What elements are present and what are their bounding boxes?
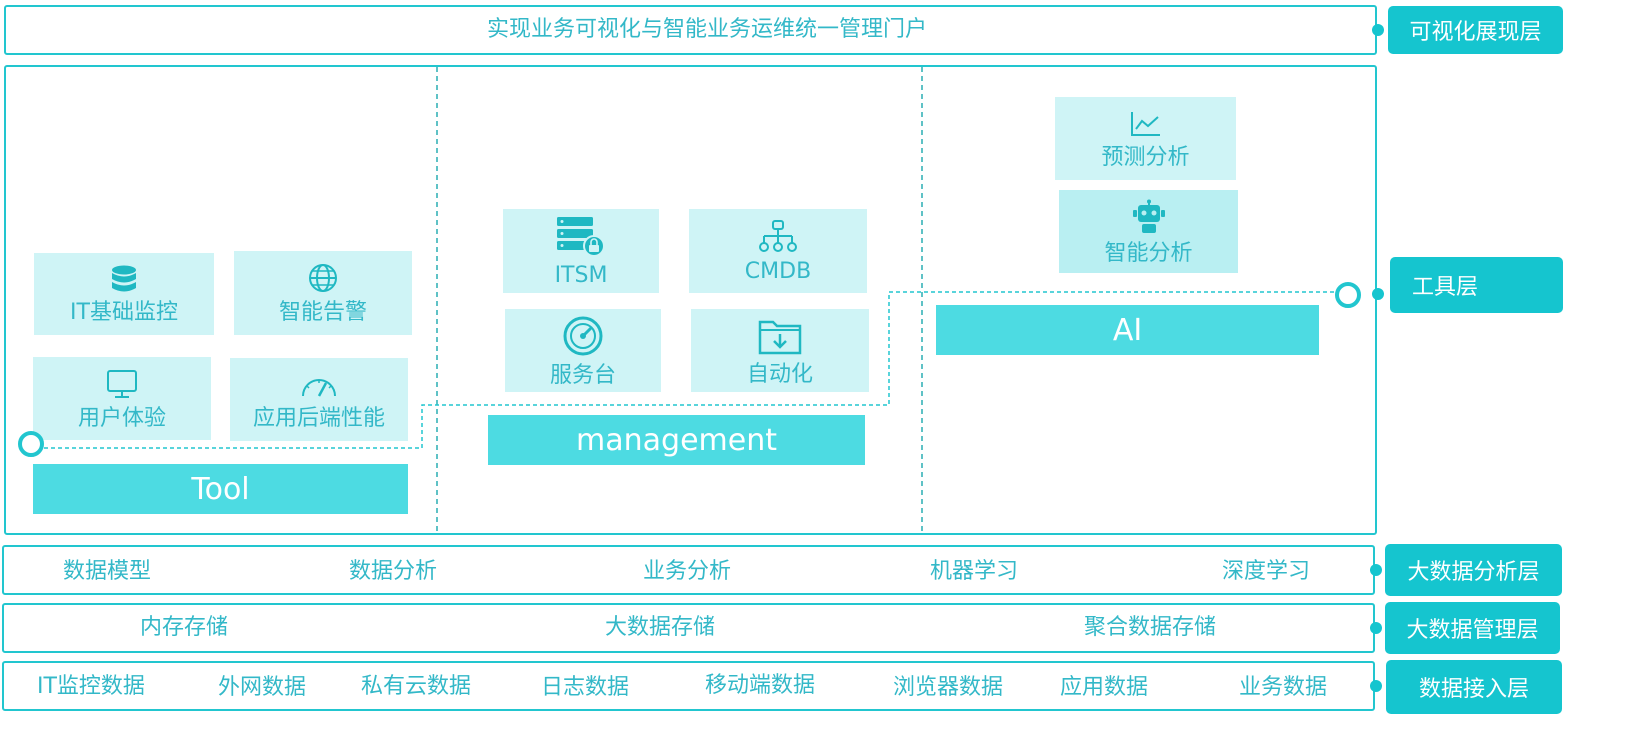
monitor-icon	[107, 369, 137, 398]
access-item: 业务数据	[1239, 675, 1328, 700]
analysis-item: 数据模型	[63, 559, 152, 584]
tile-smart-analysis[interactable]: 智能分析	[1059, 190, 1238, 273]
globe-icon	[309, 264, 337, 292]
folder-download-icon	[758, 320, 802, 354]
access-connector	[1370, 680, 1382, 692]
mgmt-row	[2, 603, 1375, 653]
tile-cmdb[interactable]: CMDB	[689, 209, 867, 293]
ai-bar[interactable]: AI	[936, 305, 1319, 355]
analysis-item: 数据分析	[349, 559, 438, 584]
access-item: 移动端数据	[705, 673, 816, 698]
layer-label-presentation: 可视化展现层	[1388, 6, 1563, 54]
presentation-text: 实现业务可视化与智能业务运维统一管理门户	[487, 17, 928, 42]
layer-label-tool: 工具层	[1390, 257, 1563, 313]
presentation-row	[4, 5, 1377, 55]
analysis-item: 深度学习	[1222, 559, 1311, 584]
tile-label: 自动化	[746, 361, 813, 387]
tile-predictive-analysis[interactable]: 预测分析	[1055, 97, 1236, 180]
tool-layer-connector	[1372, 288, 1384, 300]
analysis-item: 机器学习	[930, 559, 1019, 584]
tile-label: 用户体验	[77, 405, 166, 431]
tile-automation[interactable]: 自动化	[691, 309, 869, 392]
tile-label: CMDB	[744, 259, 812, 284]
access-item: 应用数据	[1060, 675, 1149, 700]
layer-label-bigdata-mgmt: 大数据管理层	[1385, 602, 1560, 654]
stepped-connector-line	[44, 291, 1336, 449]
mgmt-item: 聚合数据存储	[1084, 615, 1217, 640]
server-lock-icon	[557, 217, 605, 257]
ai-connector-ring	[1335, 282, 1361, 308]
access-item: 私有云数据	[361, 674, 472, 699]
access-item: 浏览器数据	[893, 675, 1004, 700]
robot-icon	[1132, 199, 1165, 233]
layer-label-bigdata-analysis: 大数据分析层	[1385, 544, 1562, 596]
tile-service-desk[interactable]: 服务台	[505, 309, 661, 392]
dial-icon	[563, 316, 603, 355]
mgmt-item: 内存存储	[140, 615, 229, 640]
management-bar[interactable]: management	[488, 415, 865, 465]
access-row	[2, 661, 1375, 711]
analysis-connector	[1370, 564, 1382, 576]
tile-label: 应用后端性能	[252, 405, 385, 431]
layer-label-data-access: 数据接入层	[1386, 660, 1562, 714]
access-item: 外网数据	[218, 675, 307, 700]
tile-label: 智能分析	[1104, 240, 1193, 266]
tile-user-experience[interactable]: 用户体验	[33, 357, 211, 440]
tile-label: 智能告警	[278, 300, 367, 325]
tile-label: 服务台	[549, 362, 616, 388]
tile-label: IT基础监控	[70, 300, 178, 325]
mgmt-connector	[1370, 622, 1382, 634]
database-icon	[112, 265, 136, 292]
gauge-icon	[302, 378, 336, 397]
tile-label: 预测分析	[1101, 144, 1190, 170]
tool-connector-ring	[18, 431, 44, 457]
tile-smart-alert[interactable]: 智能告警	[234, 251, 412, 335]
line-chart-icon	[1130, 111, 1160, 136]
presentation-connector	[1372, 24, 1384, 36]
tool-bar[interactable]: Tool	[33, 464, 408, 514]
access-item: IT监控数据	[37, 674, 145, 699]
analysis-item: 业务分析	[643, 559, 732, 584]
access-item: 日志数据	[541, 675, 630, 700]
tile-backend-performance[interactable]: 应用后端性能	[230, 358, 408, 441]
tile-itsm[interactable]: ITSM	[503, 209, 659, 293]
tile-label: ITSM	[554, 263, 608, 288]
mgmt-item: 大数据存储	[605, 615, 716, 640]
hierarchy-icon	[759, 220, 797, 252]
tile-it-monitoring[interactable]: IT基础监控	[34, 253, 214, 335]
analysis-row	[2, 545, 1375, 595]
